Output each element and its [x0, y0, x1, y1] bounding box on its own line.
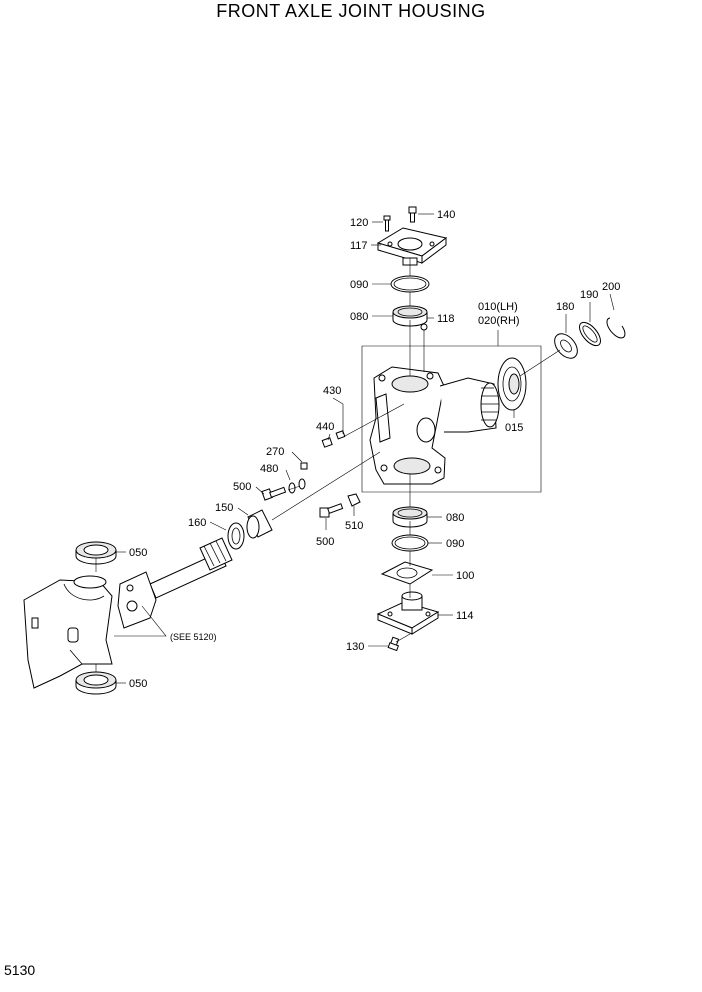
ring-118 — [420, 323, 428, 331]
joint-housing-010-020 — [369, 366, 500, 485]
callout-440: 440 — [316, 421, 334, 433]
callout-430: 430 — [323, 385, 341, 397]
callout-480: 480 — [260, 463, 278, 475]
o-ring-090-bottom-inner — [394, 536, 426, 550]
callout-020-rh: 020(RH) — [478, 315, 520, 327]
callout-080-bottom: 080 — [446, 512, 464, 524]
fitting-140 — [408, 206, 417, 223]
o-ring-090-top-inner — [393, 277, 427, 291]
callout-190: 190 — [580, 289, 598, 301]
callout-200: 200 — [602, 281, 620, 293]
callout-050-bottom: 050 — [129, 678, 147, 690]
callout-015: 015 — [505, 422, 523, 434]
axle-shaft — [117, 537, 233, 629]
bearing-cup-080-bottom — [392, 506, 428, 528]
bolt-120 — [383, 215, 391, 232]
ring-190 — [579, 321, 601, 347]
bearing-cup-080-top — [392, 305, 428, 327]
fitting-130 — [387, 636, 400, 652]
callout-130: 130 — [346, 641, 364, 653]
axle-housing — [23, 575, 113, 689]
bolt-500-b — [319, 503, 344, 518]
seal-160 — [227, 522, 245, 550]
plug-270 — [300, 462, 308, 470]
pin-440 — [321, 437, 333, 448]
callout-120: 120 — [350, 217, 368, 229]
callout-160: 160 — [188, 517, 206, 529]
callout-050-top: 050 — [129, 547, 147, 559]
callout-080-top: 080 — [350, 311, 368, 323]
callout-090-bottom: 090 — [446, 538, 464, 550]
bolt-500-a — [261, 486, 287, 501]
nut-510 — [347, 493, 361, 507]
callout-500-b: 500 — [316, 536, 334, 548]
washer-180 — [554, 333, 578, 359]
callout-labels: 120 140 117 090 080 118 010(LH) 020(RH) … — [129, 209, 620, 690]
shim-100 — [380, 561, 434, 585]
callout-117: 117 — [350, 240, 368, 252]
washer-480-b — [298, 478, 306, 490]
washer-480 — [288, 482, 296, 494]
snap-ring-200 — [606, 317, 626, 339]
page-number: 5130 — [4, 962, 36, 978]
callout-118: 118 — [437, 313, 455, 325]
callout-leaders — [114, 213, 615, 684]
assembly-guide-lines — [95, 258, 561, 672]
callout-140: 140 — [437, 209, 455, 221]
callout-500-a: 500 — [233, 481, 251, 493]
see-reference-5120: (SEE 5120) — [170, 632, 217, 642]
page-title: FRONT AXLE JOINT HOUSING — [216, 1, 486, 21]
cover-114 — [376, 591, 440, 635]
pin-430 — [335, 430, 346, 440]
callout-510: 510 — [345, 520, 363, 532]
callout-010-lh: 010(LH) — [478, 301, 518, 313]
bearing-050-bottom — [75, 671, 117, 695]
callout-114: 114 — [456, 610, 474, 622]
callout-100: 100 — [456, 570, 474, 582]
housing-group-box — [361, 345, 542, 493]
callout-150: 150 — [215, 502, 233, 514]
callout-090-top: 090 — [350, 279, 368, 291]
ring-gear-015 — [497, 357, 527, 411]
cover-117 — [376, 227, 448, 266]
callout-180: 180 — [556, 301, 574, 313]
bushing-150 — [246, 509, 273, 539]
callout-270: 270 — [266, 446, 284, 458]
